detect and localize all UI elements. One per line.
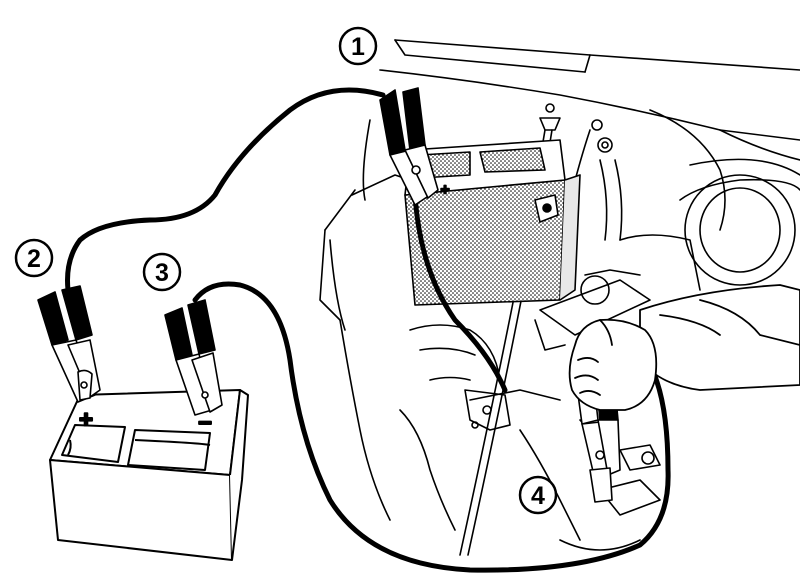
vehicle-battery: + [404,139,581,306]
negative-cable [192,281,671,573]
callout-1: 1 [338,26,378,66]
clamp-2 [37,285,101,403]
jumper-cables [65,87,671,573]
callout-4-label: 4 [531,482,545,510]
booster-battery: + – [49,389,249,561]
callout-3-label: 3 [155,259,169,287]
callout-2: 2 [14,238,54,278]
callout-3: 3 [142,252,182,292]
vehicle-positive-mark: + [440,182,449,199]
callout-2-label: 2 [27,245,41,273]
callout-4: 4 [518,475,558,515]
hand [568,284,800,411]
clamp-3 [164,299,223,416]
booster-positive-mark: + [79,407,93,434]
positive-cable [65,87,386,293]
engine-bay [319,39,800,556]
booster-negative-mark: – [198,409,211,436]
clamp-1 [379,87,439,206]
callout-1-label: 1 [351,33,365,61]
